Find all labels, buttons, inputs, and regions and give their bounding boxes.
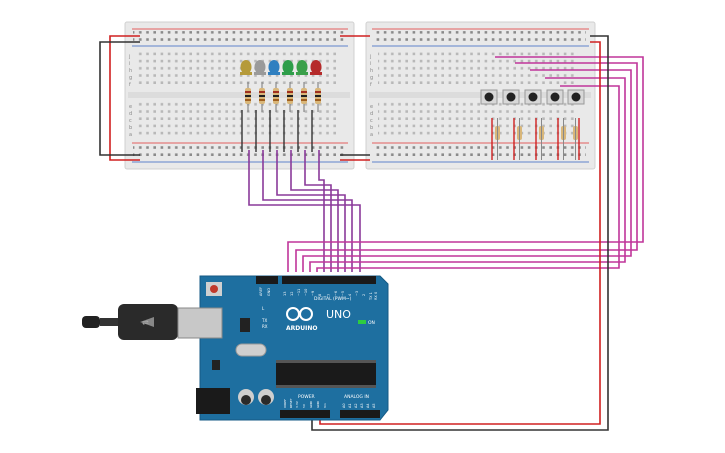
svg-text:j: j <box>128 54 130 60</box>
svg-text:h: h <box>129 68 132 74</box>
svg-text:~3: ~3 <box>355 291 359 296</box>
svg-text:12: 12 <box>290 292 294 296</box>
aref-label: AREF <box>259 287 263 296</box>
svg-text:A3: A3 <box>360 403 364 408</box>
svg-text:f: f <box>370 82 372 88</box>
svg-text:7: 7 <box>327 294 331 296</box>
svg-text:A2: A2 <box>354 403 358 408</box>
svg-text:e: e <box>370 104 373 110</box>
svg-text:d: d <box>129 111 132 117</box>
analog-header-label: ANALOG IN <box>344 394 369 400</box>
power-wires[interactable] <box>311 35 609 431</box>
analog-pin-labels: A0 A1 A2 A3 A4 A5 <box>342 403 376 408</box>
svg-text:g: g <box>370 75 373 81</box>
arduino-logo-icon <box>286 307 313 321</box>
svg-text:~9: ~9 <box>311 291 315 296</box>
svg-text:g: g <box>129 75 132 81</box>
svg-text:~10: ~10 <box>304 289 308 296</box>
led-6 <box>310 60 322 75</box>
power-jack[interactable] <box>196 388 230 414</box>
button-resistors[interactable] <box>491 118 580 160</box>
svg-text:d: d <box>370 111 373 117</box>
left-rail-wires[interactable] <box>99 35 370 161</box>
power-pin-header[interactable] <box>280 410 330 418</box>
breadboard-left[interactable] <box>124 21 355 170</box>
l-label: L <box>262 306 265 311</box>
svg-text:8: 8 <box>318 294 322 296</box>
svg-text:A1: A1 <box>348 403 352 408</box>
digital-pin-labels: 13 12 ~11 ~10 ~9 8 7 ~6 ~5 4 ~3 2 TX 1 R… <box>283 289 378 301</box>
svg-text:h: h <box>370 68 373 74</box>
svg-text:5V: 5V <box>302 403 306 408</box>
svg-text:a: a <box>129 132 132 138</box>
pushbutton-3 <box>524 89 542 105</box>
svg-text:c: c <box>370 118 373 124</box>
svg-text:Vin: Vin <box>323 403 327 408</box>
pushbutton-5 <box>567 89 585 105</box>
reset-button[interactable] <box>206 282 222 296</box>
svg-text:TX 1: TX 1 <box>369 292 373 301</box>
svg-text:2: 2 <box>362 294 366 296</box>
gnd-label: GND <box>267 288 271 296</box>
svg-text:~6: ~6 <box>334 291 338 296</box>
svg-text:⇌: ⇌ <box>142 318 149 327</box>
brand-label: ARDUINO <box>286 325 317 332</box>
digital-header-label: DIGITAL (PWM~) <box>314 296 352 302</box>
svg-text:3.3V: 3.3V <box>295 400 299 408</box>
arduino-uno-board[interactable]: ARDUINO UNO DIGITAL (PWM~) ON TX RX L PO… <box>177 275 389 421</box>
button-signal-wires[interactable] <box>287 56 644 272</box>
svg-text:IOREF: IOREF <box>283 399 287 408</box>
svg-text:A5: A5 <box>372 403 376 408</box>
svg-text:GND: GND <box>316 400 320 408</box>
svg-text:GND: GND <box>309 400 313 408</box>
rx-label: RX <box>262 324 268 329</box>
microcontroller-chip <box>276 362 376 386</box>
svg-text:e: e <box>129 104 132 110</box>
svg-text:RESET: RESET <box>289 398 293 408</box>
svg-text:b: b <box>129 125 132 131</box>
analog-pin-header[interactable] <box>340 410 380 418</box>
svg-text:c: c <box>129 118 132 124</box>
svg-text:A4: A4 <box>366 403 370 408</box>
power-header-label: POWER <box>298 394 315 400</box>
svg-text:~5: ~5 <box>341 291 345 296</box>
svg-text:i: i <box>129 61 130 67</box>
pushbutton-row[interactable] <box>480 89 585 105</box>
svg-text:~11: ~11 <box>297 289 301 296</box>
usb-cable: ⇌ <box>82 304 178 340</box>
svg-text:b: b <box>370 125 373 131</box>
led-4 <box>282 60 294 75</box>
pushbutton-1 <box>480 89 498 105</box>
usb-port[interactable] <box>177 307 223 339</box>
svg-text:i: i <box>370 61 371 67</box>
svg-text:RX 0: RX 0 <box>374 292 378 300</box>
svg-text:A0: A0 <box>342 403 346 408</box>
led-3 <box>268 60 280 75</box>
led-signal-wires[interactable] <box>248 150 361 272</box>
pushbutton-2 <box>502 89 520 105</box>
svg-text:13: 13 <box>283 292 287 296</box>
led-5 <box>296 60 308 75</box>
model-label: UNO <box>326 308 351 321</box>
digital-pin-header[interactable] <box>282 276 376 284</box>
led-row[interactable] <box>240 60 322 75</box>
led-resistors[interactable] <box>245 82 321 112</box>
led-cathode-wires[interactable] <box>241 110 313 152</box>
svg-text:j: j <box>369 54 371 60</box>
svg-text:a: a <box>370 132 373 138</box>
svg-text:f: f <box>129 82 131 88</box>
led-1 <box>240 60 252 75</box>
svg-text:4: 4 <box>348 293 352 296</box>
led-2 <box>254 60 266 75</box>
pushbutton-4 <box>546 89 564 105</box>
on-led <box>358 320 366 324</box>
row-letters: j i h g f e d c b a j i h g f e d c b a <box>128 54 373 138</box>
on-label: ON <box>368 320 375 326</box>
tx-label: TX <box>261 318 267 323</box>
power-pin-labels: IOREF RESET 3.3V 5V GND GND Vin <box>283 398 327 408</box>
